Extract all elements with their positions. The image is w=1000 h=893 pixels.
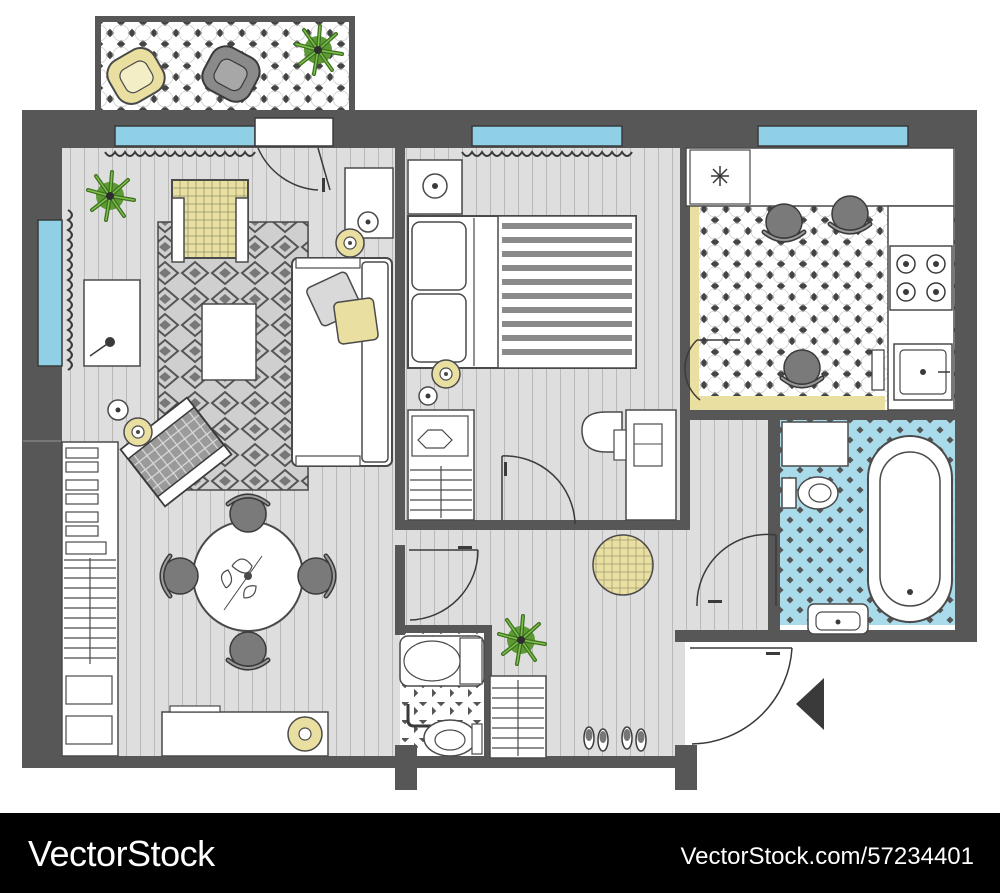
floor-plan	[22, 16, 977, 790]
entrance-arrow-icon	[796, 678, 824, 730]
dining-table	[162, 496, 334, 668]
bathtub-icon	[867, 435, 953, 623]
tv-stand	[161, 705, 329, 757]
balcony	[95, 16, 355, 112]
snowflake-icon	[711, 166, 729, 186]
balcony-chair-gray	[201, 45, 261, 103]
lamp-icon	[107, 399, 129, 421]
toilet-icon	[781, 476, 839, 510]
sofa-icon	[291, 257, 393, 467]
wc	[399, 635, 485, 757]
balcony-chair-yellow	[106, 47, 166, 105]
curtains	[66, 150, 633, 371]
bathroom	[781, 421, 953, 635]
watermark-bar: VectorStock VectorStock.com/57234401	[0, 813, 1000, 893]
toilet-icon	[399, 635, 485, 687]
lamp-icon	[431, 359, 461, 389]
desk	[581, 409, 677, 521]
lamp-icon	[335, 228, 365, 258]
sink-icon	[406, 704, 483, 757]
bed-icon	[407, 215, 637, 369]
bedroom	[407, 159, 677, 525]
watermark-brand: VectorStock	[28, 833, 215, 874]
sink-icon	[807, 603, 869, 635]
watermark-stock-id: VectorStock.com/57234401	[680, 843, 974, 870]
kitchen	[684, 147, 955, 411]
windows	[37, 117, 909, 367]
wardrobe	[61, 441, 119, 757]
sink-icon	[893, 343, 953, 401]
dresser	[407, 409, 475, 521]
lamp-icon	[418, 386, 438, 406]
armchair-icon	[171, 179, 249, 263]
lamp-icon	[123, 417, 153, 447]
living-room	[61, 147, 394, 757]
round-rug	[592, 534, 654, 596]
stove-icon	[889, 245, 953, 311]
shoe-rack	[489, 675, 547, 759]
lamp-icon	[357, 211, 379, 233]
hallway	[409, 533, 824, 759]
